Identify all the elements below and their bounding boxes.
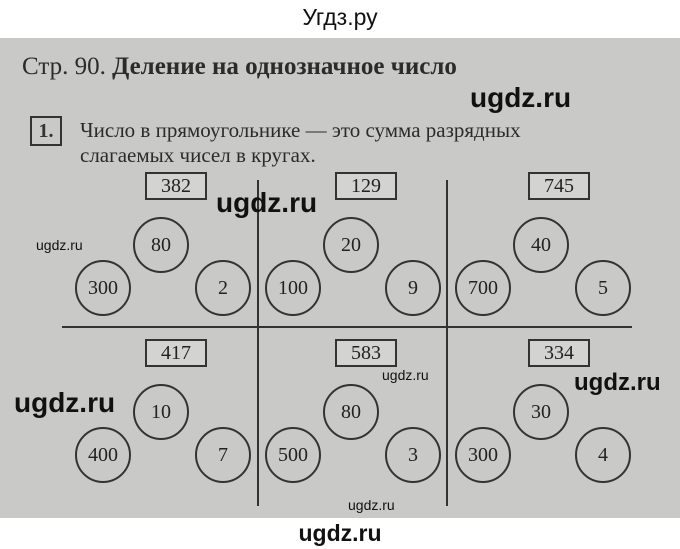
watermark: ugdz.ru [574,369,661,396]
watermark: ugdz.ru [14,387,116,418]
watermark: ugdz.ru [36,237,83,253]
site-title: Угдз.ру [302,4,378,30]
place-value-circle: 400 [75,427,131,483]
place-value-circle: 80 [133,217,189,273]
sum-rectangle: 417 [145,339,207,367]
divider-vertical-2 [446,180,448,506]
task-number: 1. [30,116,62,146]
watermark: ugdz.ru [348,497,395,513]
sum-rectangle: 745 [528,172,590,200]
place-value-circle: 7 [195,427,251,483]
sum-rectangle: 129 [335,172,397,200]
divider-horizontal [62,326,632,328]
divider-vertical-1 [257,180,259,506]
watermark: ugdz.ru [216,187,318,218]
place-value-circle: 4 [575,427,631,483]
place-value-circle: 30 [513,384,569,440]
place-value-circle: 40 [513,217,569,273]
lesson-title: Деление на однозначное число [112,53,457,80]
task-text-line-2: слагаемых чисел в кругах. [80,143,316,167]
place-value-circle: 300 [455,427,511,483]
sum-rectangle: 382 [145,172,207,200]
page-heading: Стр. 90. Деление на однозначное число [22,52,457,82]
task-text-line-1: Число в прямоугольнике — это сумма разря… [80,118,521,142]
watermark: ugdz.ru [382,367,429,383]
place-value-circle: 500 [265,427,321,483]
place-value-circle: 80 [323,384,379,440]
footer-watermark: ugdz.ru [298,520,382,546]
place-value-circle: 700 [455,260,511,316]
sum-rectangle: 583 [335,339,397,367]
page-number: Стр. 90. [22,53,106,80]
place-value-circle: 20 [323,217,379,273]
place-value-circle: 300 [75,260,131,316]
place-value-circle: 3 [385,427,441,483]
place-value-circle: 2 [195,260,251,316]
place-value-circle: 5 [575,260,631,316]
place-value-circle: 10 [133,384,189,440]
watermark: ugdz.ru [470,82,572,113]
sum-rectangle: 334 [528,339,590,367]
place-value-circle: 100 [265,260,321,316]
place-value-circle: 9 [385,260,441,316]
